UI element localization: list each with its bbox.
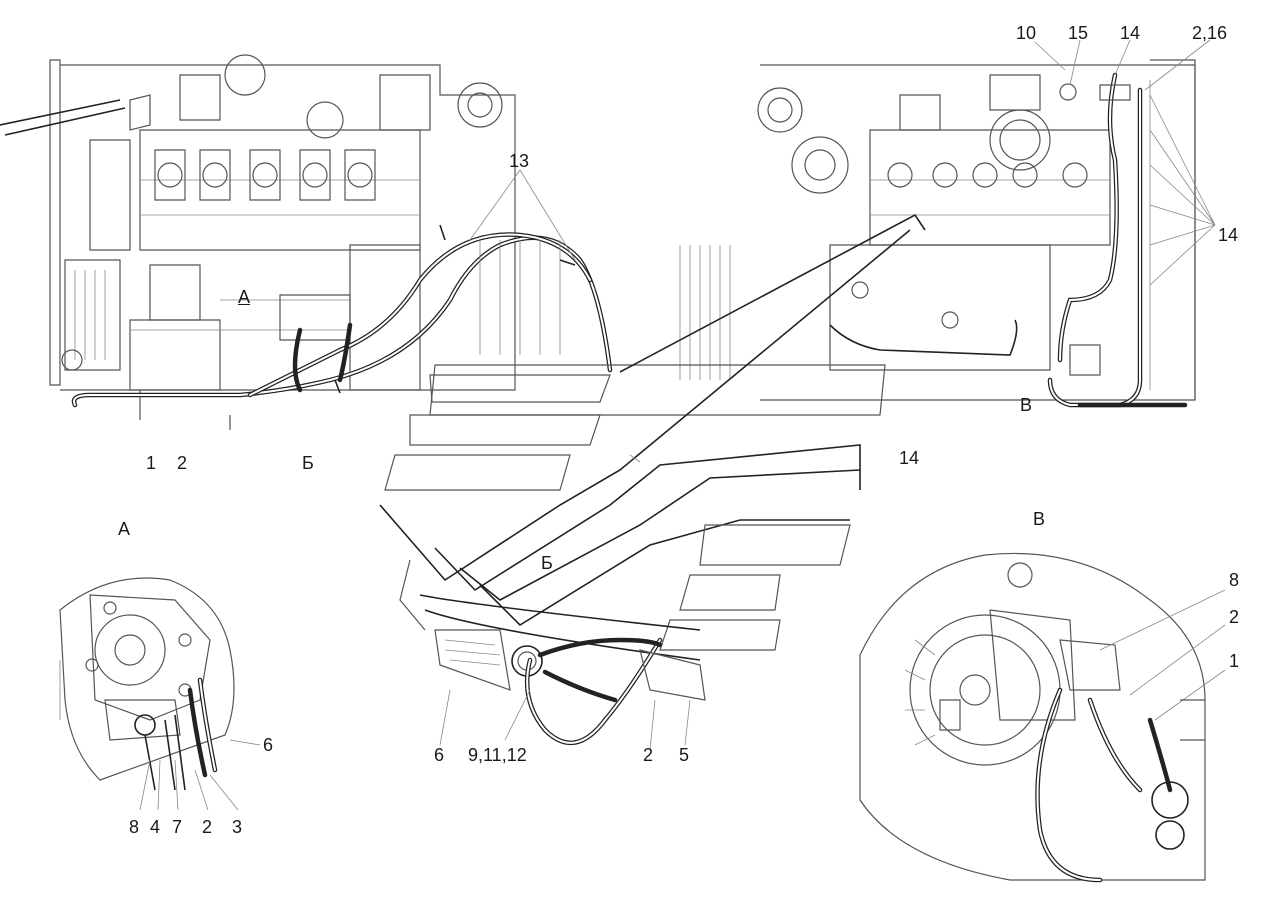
label-detail-b: Б — [541, 553, 553, 573]
label-14-mid: 14 — [899, 448, 920, 468]
label-9-11-12: 9,11,12 — [468, 745, 527, 765]
label-6-center: 6 — [434, 745, 445, 765]
right-engine-view — [679, 39, 1216, 408]
detail-v-view — [859, 552, 1226, 883]
label-1: 1 — [146, 453, 157, 473]
label-2-left: 2 — [177, 453, 188, 473]
label-2-16: 2,16 — [1192, 23, 1228, 43]
label-2-right: 2 — [1229, 607, 1240, 627]
center-routing-view — [379, 213, 926, 751]
label-view-v-marker: В — [1020, 395, 1033, 415]
label-14-right: 14 — [1218, 225, 1239, 245]
label-view-a-marker: А — [238, 287, 251, 307]
label-2-center: 2 — [643, 745, 654, 765]
label-2-bottom-left: 2 — [202, 817, 213, 837]
detail-a-view — [59, 577, 261, 811]
label-8-right: 8 — [1229, 570, 1240, 590]
label-14-top: 14 — [1120, 23, 1141, 43]
label-1-right: 1 — [1229, 651, 1240, 671]
label-3: 3 — [232, 817, 243, 837]
label-13: 13 — [509, 151, 530, 171]
label-7: 7 — [172, 817, 183, 837]
label-10: 10 — [1016, 23, 1037, 43]
label-detail-v: В — [1033, 509, 1046, 529]
label-5: 5 — [679, 745, 690, 765]
label-15: 15 — [1068, 23, 1089, 43]
label-view-b-marker: Б — [302, 453, 314, 473]
left-engine-view — [0, 54, 613, 430]
label-detail-a: А — [118, 519, 131, 539]
label-4: 4 — [150, 817, 161, 837]
label-8-left: 8 — [129, 817, 140, 837]
label-6-left: 6 — [263, 735, 274, 755]
